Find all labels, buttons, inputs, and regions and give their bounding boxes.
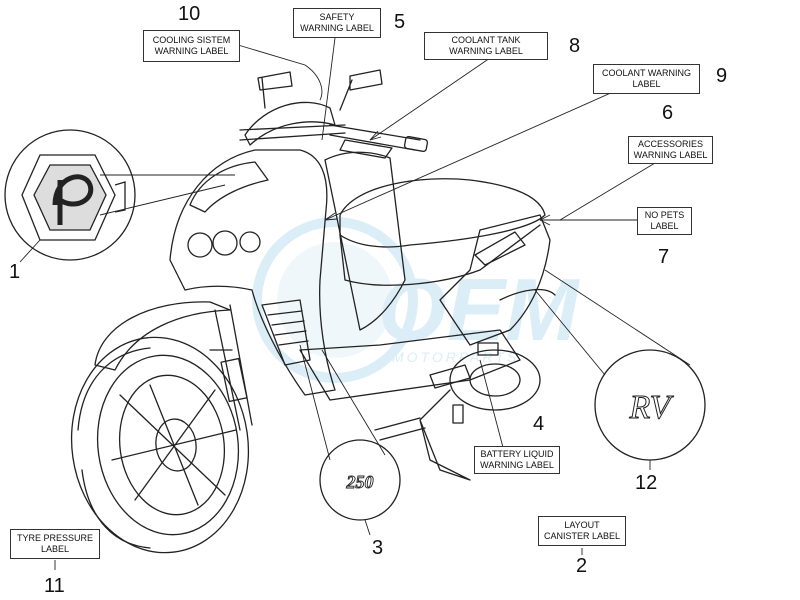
scooter-drawing xyxy=(70,69,556,554)
model-badge-text: RV xyxy=(629,389,675,426)
displacement-badge-text: 250 xyxy=(346,472,374,492)
callout-label-line: LABEL xyxy=(650,221,679,231)
callout-label-line: COOLING SISTEM xyxy=(152,35,231,45)
watermark-sub: MOTORPARTS xyxy=(392,349,519,365)
callout-label-tyre-pressure: TYRE PRESSURE LABEL xyxy=(10,529,100,559)
callout-number: 10 xyxy=(178,3,201,25)
model-badge: RV xyxy=(594,349,706,461)
callout-label-line: WARNING LABEL xyxy=(449,46,523,56)
callout-label-line: COOLANT WARNING xyxy=(601,68,691,78)
callout-number: 5 xyxy=(394,11,406,33)
callout-label-line: WARNING LABEL xyxy=(154,46,229,56)
callout-number: 3 xyxy=(372,537,384,559)
callout-number: 7 xyxy=(658,246,670,268)
callout-number: 8 xyxy=(569,35,581,57)
watermark: OEM MOTORPARTS xyxy=(252,217,580,383)
callout-label-line: NO PETS xyxy=(644,210,685,220)
callout-number: 11 xyxy=(44,575,65,597)
callout-label-line: WARNING LABEL xyxy=(633,150,708,160)
callout-number: 1 xyxy=(9,261,21,283)
callout-label-line: WARNING LABEL xyxy=(300,23,374,33)
callout-label-line: LAYOUT xyxy=(564,520,600,530)
callout-label-line: WARNING LABEL xyxy=(480,460,554,470)
callout-label-cooling-system: COOLING SISTEM WARNING LABEL xyxy=(143,30,240,62)
callout-number: 9 xyxy=(716,65,728,87)
callout-label-line: LABEL xyxy=(40,544,70,554)
callout-label-coolant-tank: COOLANT TANK WARNING LABEL xyxy=(424,32,548,60)
callout-number: 12 xyxy=(635,472,658,494)
callout-label-line: TYRE PRESSURE xyxy=(16,533,94,543)
callout-label-safety: SAFETY WARNING LABEL xyxy=(293,8,381,38)
watermark-brand: OEM xyxy=(378,260,580,359)
callout-label-line: LABEL xyxy=(632,79,661,89)
callout-label-layout-canister: LAYOUT CANISTER LABEL xyxy=(538,516,626,546)
callout-label-no-pets: NO PETS LABEL xyxy=(637,207,692,235)
callout-label-line: ACCESSORIES xyxy=(637,139,704,149)
leader-lines xyxy=(19,37,691,570)
callout-label-battery-liquid: BATTERY LIQUID WARNING LABEL xyxy=(474,446,560,474)
callout-number: 2 xyxy=(576,555,588,577)
callout-label-line: SAFETY xyxy=(319,12,355,22)
callout-label-line: BATTERY LIQUID xyxy=(480,449,554,459)
piaggio-badge xyxy=(4,129,136,261)
callout-number: 6 xyxy=(662,102,674,124)
callout-label-line: CANISTER LABEL xyxy=(543,531,621,541)
callout-number: 4 xyxy=(533,413,545,435)
displacement-badge: 250 xyxy=(319,439,401,521)
callout-label-coolant-warning: COOLANT WARNING LABEL xyxy=(593,64,700,94)
callout-label-accessories: ACCESSORIES WARNING LABEL xyxy=(628,136,713,164)
callout-label-line: COOLANT TANK xyxy=(451,35,521,45)
